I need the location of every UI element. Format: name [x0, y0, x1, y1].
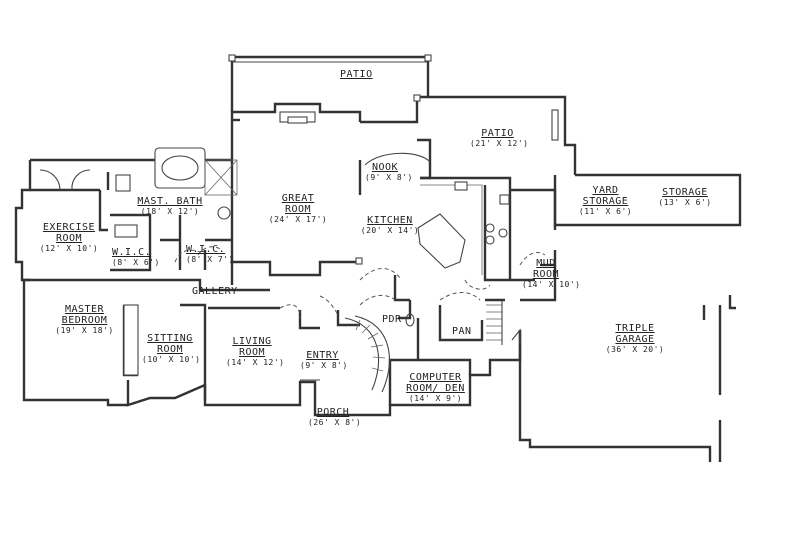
door-swings — [174, 246, 546, 319]
wic-right-dims: (8' X 7') — [186, 255, 234, 264]
mud-room-dims: (14' X 10') — [522, 280, 581, 289]
mast-bath-name: MAST. BATH — [137, 196, 203, 207]
master-bedroom-dims: (19' X 18') — [55, 326, 114, 335]
computer-room-name-2: ROOM/ DEN — [406, 383, 465, 394]
entry-dims: (9' X 8') — [300, 361, 348, 370]
exercise-room-name-2: ROOM — [55, 233, 83, 244]
pdr-name: PDR — [382, 314, 402, 325]
label-patio-top: PATIO — [340, 69, 373, 80]
great-room-name-1: GREAT — [281, 193, 315, 204]
label-wic-right: W.I.C. (8' X 7') — [186, 244, 234, 265]
stairs — [344, 300, 521, 393]
fireplace-and-details — [123, 111, 363, 381]
patio-right-outline — [413, 94, 577, 175]
entry-name: ENTRY — [306, 350, 339, 361]
wic-left-dims: (8' X 6') — [112, 258, 160, 267]
triple-garage-name-2: GARAGE — [615, 334, 655, 345]
label-mud-room: MUD ROOM (14' X 10') — [522, 258, 581, 290]
sitting-room-dims: (10' X 10') — [142, 355, 201, 364]
yard-storage-name-1: YARD — [592, 185, 619, 196]
label-gallery: GALLERY — [192, 286, 238, 297]
pan-name: PAN — [452, 326, 472, 337]
kitchen-dims: (20' X 14') — [360, 226, 420, 235]
patio-top-name: PATIO — [340, 69, 373, 80]
label-patio-right: PATIO (21' X 12') — [470, 128, 529, 149]
gallery-name: GALLERY — [192, 286, 238, 297]
label-master-bedroom: MASTER BEDROOM (19' X 18') — [52, 304, 117, 336]
mud-room-name-2: ROOM — [532, 269, 560, 280]
label-porch: PORCH (26' X 8') — [308, 407, 362, 428]
sitting-room-name-2: ROOM — [156, 344, 184, 355]
great-room-dims: (24' X 17') — [268, 215, 328, 224]
patio-right-name: PATIO — [481, 128, 514, 139]
house-exterior-walls — [14, 102, 742, 462]
label-mast-bath: MAST. BATH (18' X 12') — [130, 196, 210, 217]
label-yard-storage: YARD STORAGE (11' X 6') — [578, 185, 633, 217]
mast-bath-dims: (18' X 12') — [140, 207, 200, 216]
sitting-room-name-1: SITTING — [147, 333, 193, 344]
label-entry: ENTRY (9' X 8') — [300, 350, 348, 371]
living-room-dims: (14' X 12') — [226, 358, 285, 367]
computer-room-dims: (14' X 9') — [408, 394, 463, 403]
kitchen-fixtures — [364, 152, 510, 275]
label-pdr: PDR — [382, 314, 402, 325]
label-pan: PAN — [452, 326, 472, 337]
master-bedroom-name-2: BEDROOM — [61, 315, 108, 326]
label-computer-room: COMPUTER ROOM/ DEN (14' X 9') — [398, 372, 473, 404]
label-exercise-room: EXERCISE ROOM (12' X 10') — [38, 222, 100, 254]
storage-dims: (13' X 6') — [658, 198, 712, 207]
nook-dims: (9' X 8') — [365, 173, 413, 182]
living-room-name-1: LIVING — [232, 336, 272, 347]
nook-name: NOOK — [371, 162, 399, 173]
label-living-room: LIVING ROOM (14' X 12') — [226, 336, 285, 368]
wic-right-name: W.I.C. — [186, 244, 226, 255]
storage-name: STORAGE — [662, 187, 708, 198]
porch-name: PORCH — [316, 407, 350, 418]
label-wic-left: W.I.C. (8' X 6') — [112, 247, 160, 268]
label-great-room: GREAT ROOM (24' X 17') — [268, 193, 328, 225]
living-room-name-2: ROOM — [238, 347, 266, 358]
yard-storage-name-2: STORAGE — [582, 196, 629, 207]
master-bedroom-name-1: MASTER — [64, 304, 105, 315]
bath-fixtures — [39, 147, 238, 238]
interior-walls — [30, 118, 557, 405]
exercise-room-name-1: EXERCISE — [42, 222, 96, 233]
patio-right-dims: (21' X 12') — [470, 139, 529, 148]
yard-storage-dims: (11' X 6') — [578, 207, 633, 216]
powder-room-sink-icon — [405, 313, 415, 327]
wic-left-name: W.I.C. — [112, 247, 152, 258]
mud-room-name-1: MUD — [536, 258, 556, 269]
label-triple-garage: TRIPLE GARAGE (36' X 20') — [605, 323, 665, 355]
triple-garage-dims: (36' X 20') — [605, 345, 665, 354]
kitchen-name: KITCHEN — [367, 215, 413, 226]
triple-garage-name-1: TRIPLE — [615, 323, 655, 334]
label-storage: STORAGE (13' X 6') — [655, 187, 715, 208]
label-nook: NOOK (9' X 8') — [365, 162, 413, 183]
porch-dims: (26' X 8') — [308, 418, 362, 427]
patio-top-outline — [228, 54, 432, 112]
exercise-room-dims: (12' X 10') — [39, 244, 99, 253]
label-kitchen: KITCHEN (20' X 14') — [360, 215, 420, 236]
computer-room-name-1: COMPUTER — [409, 372, 462, 383]
great-room-name-2: ROOM — [284, 204, 312, 215]
label-sitting-room: SITTING ROOM (10' X 10') — [142, 333, 201, 365]
